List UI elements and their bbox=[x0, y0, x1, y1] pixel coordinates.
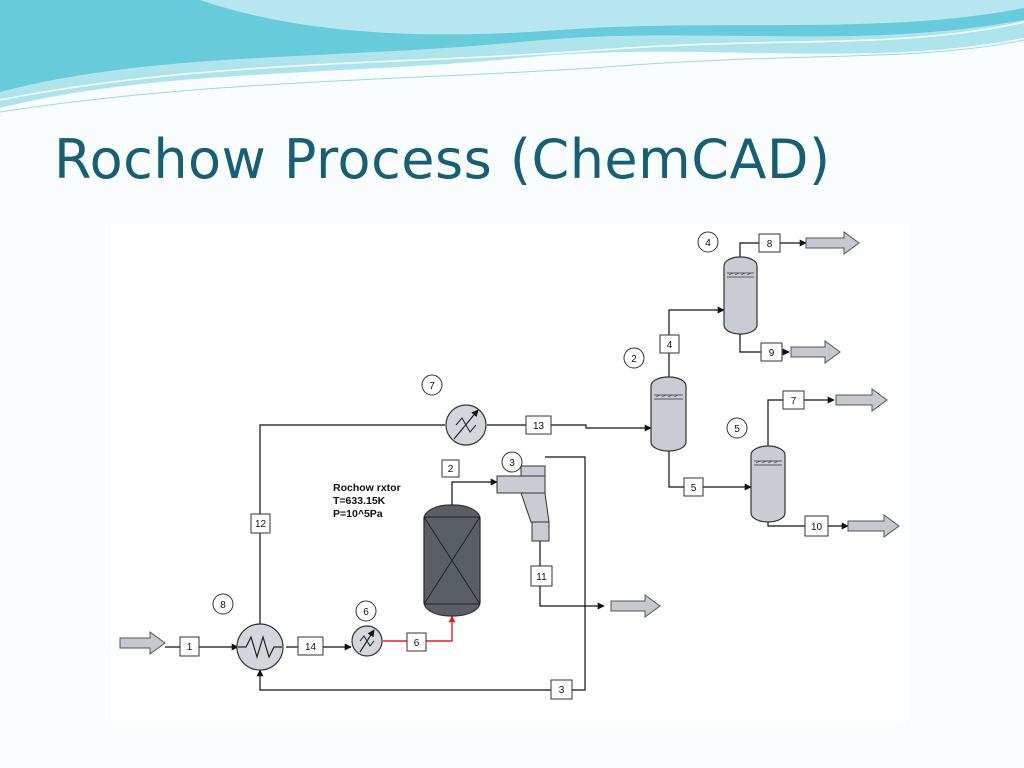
stream-label-8: 8 bbox=[767, 239, 773, 250]
stream-line-4 bbox=[668, 306, 725, 378]
stream-label-3: 3 bbox=[559, 685, 565, 696]
slide-title: Rochow Process (ChemCAD) bbox=[54, 128, 831, 191]
cooler-7 bbox=[445, 404, 487, 446]
product-arrow-10 bbox=[847, 514, 900, 538]
product-arrow-9 bbox=[790, 340, 841, 364]
header-wave-decoration bbox=[0, 0, 1024, 113]
stream-line-5 bbox=[668, 451, 752, 491]
product-arrow-8 bbox=[805, 231, 860, 255]
reactor-note-name: Rochow rxtor bbox=[333, 482, 401, 494]
stream-line-12 bbox=[259, 424, 445, 624]
stream-label-9: 9 bbox=[769, 348, 775, 359]
stream-line-7 bbox=[767, 396, 835, 447]
equipment-label-7: 7 bbox=[429, 381, 435, 392]
equipment-label-2: 2 bbox=[631, 354, 637, 365]
stream-line-3 bbox=[256, 456, 586, 691]
stream-line-2 bbox=[451, 478, 498, 505]
heat-exchanger-8 bbox=[236, 623, 284, 671]
reactor-note-pressure: P=10^5Pa bbox=[333, 508, 383, 520]
stream-line-8 bbox=[739, 239, 807, 257]
stream-label-5: 5 bbox=[691, 483, 697, 494]
stream-label-14: 14 bbox=[305, 642, 317, 653]
stream-label-7: 7 bbox=[791, 396, 797, 407]
stream-line-13 bbox=[487, 424, 652, 432]
rochow-reactor bbox=[423, 504, 481, 617]
distillation-column-2 bbox=[650, 376, 687, 452]
stream-label-1: 1 bbox=[187, 642, 193, 653]
stream-label-2: 2 bbox=[448, 464, 454, 475]
stream-label-11: 11 bbox=[536, 572, 547, 583]
stream-label-10: 10 bbox=[811, 522, 823, 533]
stream-label-13: 13 bbox=[533, 421, 545, 432]
product-arrow-solids bbox=[610, 594, 661, 618]
stream-label-4: 4 bbox=[667, 340, 673, 351]
heater-6 bbox=[351, 625, 383, 657]
equipment-label-5: 5 bbox=[734, 424, 740, 435]
stream-label-6: 6 bbox=[414, 638, 420, 649]
stream-line-6 bbox=[383, 615, 456, 642]
stream-label-12: 12 bbox=[255, 519, 267, 530]
equipment-label-4: 4 bbox=[705, 238, 711, 249]
cyclone-3 bbox=[496, 465, 550, 542]
equipment-label-8: 8 bbox=[220, 600, 226, 611]
distillation-column-4 bbox=[723, 256, 758, 335]
reactor-note-temperature: T=633.15K bbox=[333, 495, 386, 507]
equipment-label-6: 6 bbox=[363, 607, 369, 618]
stream-line-11 bbox=[539, 541, 605, 610]
distillation-column-5 bbox=[750, 445, 786, 523]
equipment-label-3: 3 bbox=[509, 458, 515, 469]
feed-arrow bbox=[119, 631, 166, 655]
product-arrow-7 bbox=[835, 388, 888, 412]
